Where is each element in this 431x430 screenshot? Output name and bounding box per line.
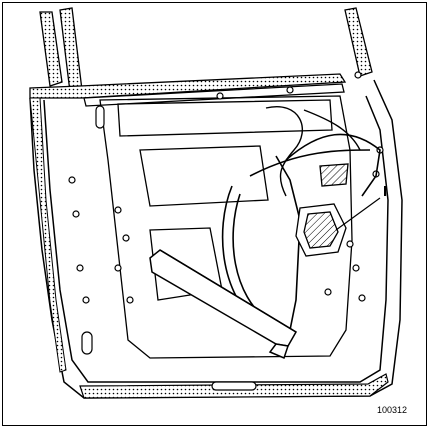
window-frame [39, 7, 373, 93]
callout-leader [335, 197, 381, 231]
upper-seal-strip [29, 73, 347, 107]
left-edge-seal [29, 97, 67, 373]
regulator-motor [295, 163, 349, 257]
mounting-holes [68, 71, 384, 391]
callout-label: I [383, 183, 388, 200]
figure-number: 100312 [377, 405, 408, 415]
diagonal-bar [149, 249, 298, 360]
wiring-harness [265, 105, 361, 197]
